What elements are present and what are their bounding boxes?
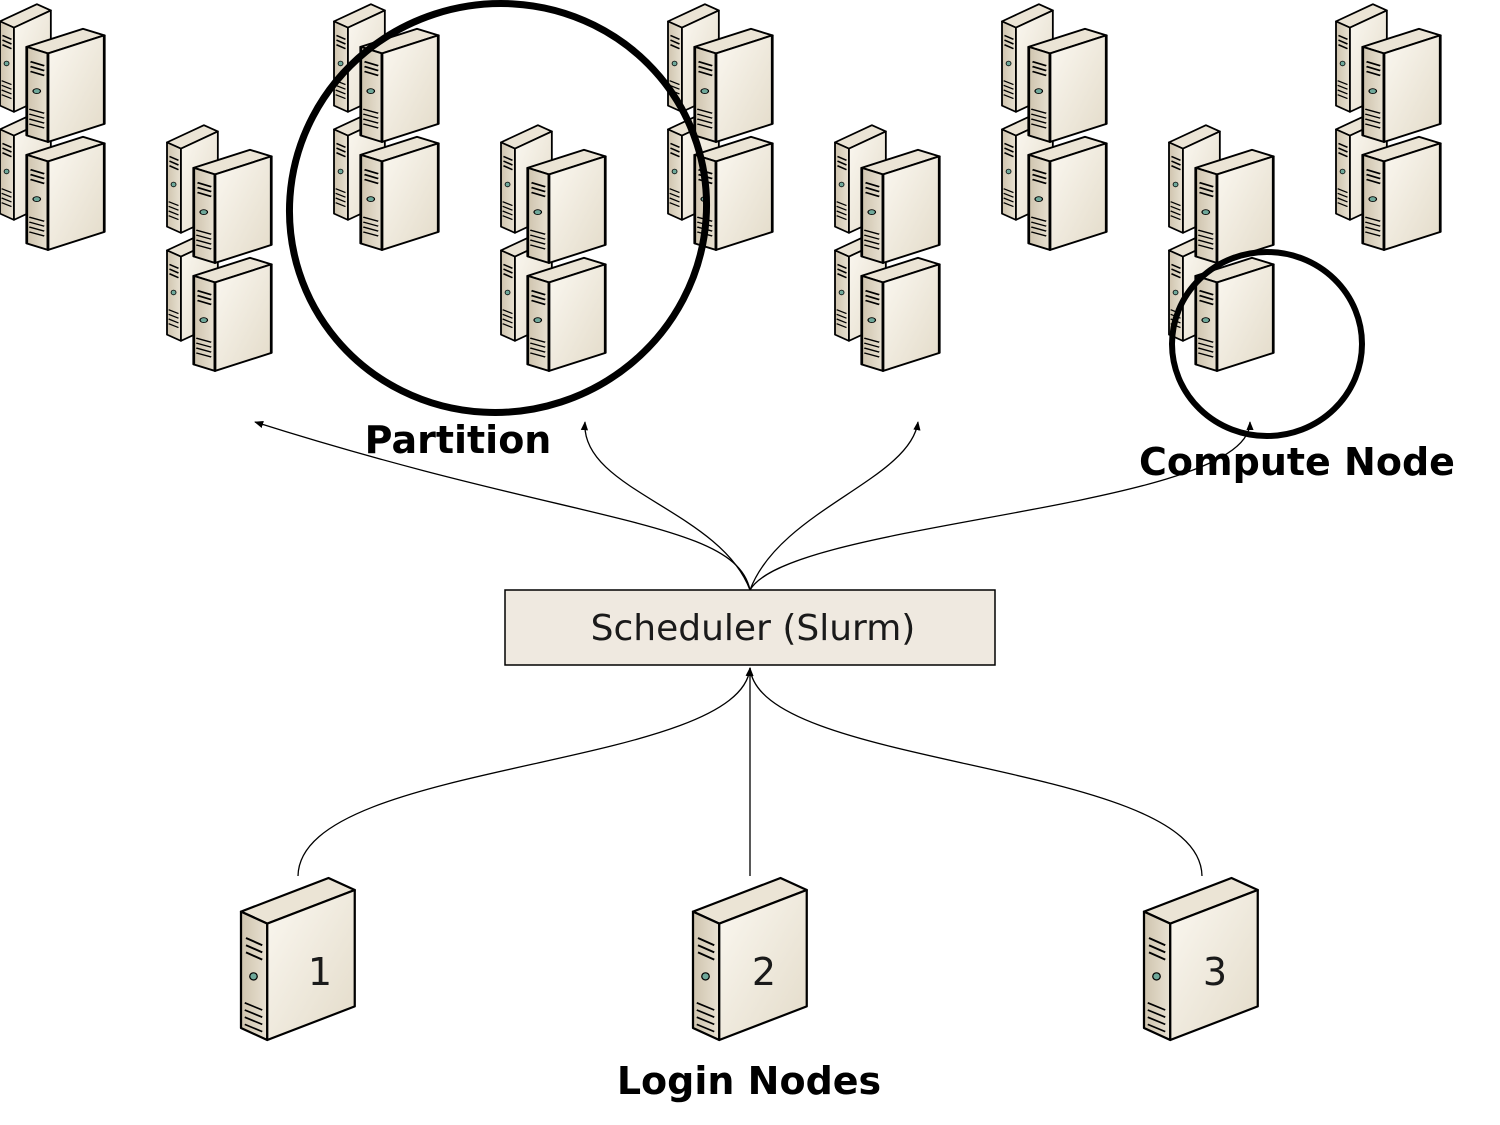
- scheduler-connectors: [254, 421, 1254, 591]
- compute-racks: [0, 4, 1440, 371]
- server-rack-icon[interactable]: [501, 125, 605, 371]
- server-rack-icon[interactable]: [835, 125, 939, 371]
- compute-node-highlight: [1169, 249, 1365, 439]
- login-connectors: [297, 667, 1203, 877]
- server-icon[interactable]: [1142, 876, 1259, 1042]
- partition-highlight: [285, 0, 711, 416]
- server-rack-icon[interactable]: [167, 125, 271, 371]
- server-rack-icon[interactable]: [1002, 4, 1106, 250]
- login-nodes: 1 2 3: [239, 876, 1259, 1042]
- partition-label: Partition: [365, 418, 552, 462]
- server-rack-icon[interactable]: [1169, 125, 1273, 371]
- server-icon[interactable]: [239, 876, 356, 1042]
- login-nodes-label: Login Nodes: [617, 1059, 881, 1103]
- login-node-number: 3: [1203, 950, 1227, 994]
- scheduler-box[interactable]: Scheduler (Slurm): [504, 589, 996, 666]
- login-node-number: 2: [752, 950, 776, 994]
- compute-node-label: Compute Node: [1139, 440, 1455, 484]
- server-rack-icon[interactable]: [668, 4, 772, 250]
- server-icon[interactable]: [691, 876, 808, 1042]
- server-rack-icon[interactable]: [0, 4, 104, 250]
- login-node-number: 1: [308, 950, 332, 994]
- server-rack-icon[interactable]: [1336, 4, 1440, 250]
- scheduler-label: Scheduler (Slurm): [591, 608, 916, 649]
